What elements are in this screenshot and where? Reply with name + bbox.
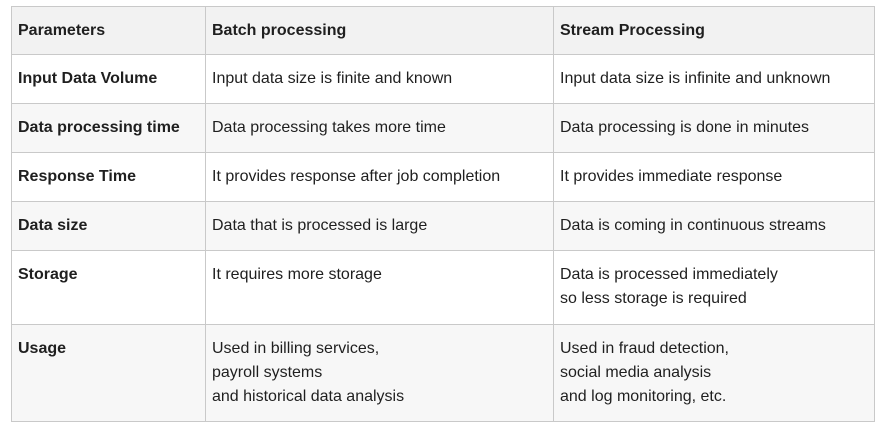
row-parameter: Storage [11, 250, 206, 325]
row-parameter: Input Data Volume [11, 54, 206, 104]
table-row: Input Data Volume Input data size is fin… [11, 54, 875, 104]
row-stream-cell: Data is coming in continuous streams [553, 201, 875, 251]
row-parameter: Data size [11, 201, 206, 251]
row-parameter: Data processing time [11, 103, 206, 153]
row-stream-cell: Used in fraud detection, social media an… [553, 324, 875, 422]
cell-line: It provides response after job completio… [212, 168, 501, 185]
table-row: Usage Used in billing services, payroll … [11, 324, 875, 422]
cell-line: social media analysis [560, 364, 712, 381]
row-batch-cell: It provides response after job completio… [205, 152, 554, 202]
table-row: Storage It requires more storage Data is… [11, 250, 875, 325]
cell-line: so less storage is required [560, 290, 747, 307]
row-batch-cell: It requires more storage [205, 250, 554, 325]
cell-line: payroll systems [212, 364, 323, 381]
cell-line: Data is processed immediately [560, 266, 778, 283]
row-stream-cell: Input data size is infinite and unknown [553, 54, 875, 104]
row-stream-cell: Data processing is done in minutes [553, 103, 875, 153]
row-parameter: Response Time [11, 152, 206, 202]
row-stream-cell: Data is processed immediately so less st… [553, 250, 875, 325]
table-row: Response Time It provides response after… [11, 152, 875, 202]
row-batch-cell: Data that is processed is large [205, 201, 554, 251]
cell-line: and log monitoring, etc. [560, 388, 727, 405]
header-batch-processing: Batch processing [205, 6, 554, 55]
cell-line: Used in fraud detection, [560, 340, 729, 357]
table-row: Data size Data that is processed is larg… [11, 201, 875, 251]
table-row: Data processing time Data processing tak… [11, 103, 875, 153]
cell-line: Input data size is infinite and unknown [560, 70, 831, 87]
cell-line: It provides immediate response [560, 168, 783, 185]
header-stream-processing: Stream Processing [553, 6, 875, 55]
cell-line: and historical data analysis [212, 388, 405, 405]
comparison-table: Parameters Batch processing Stream Proce… [11, 6, 875, 422]
cell-line: Data that is processed is large [212, 217, 428, 234]
row-batch-cell: Used in billing services, payroll system… [205, 324, 554, 422]
cell-line: It requires more storage [212, 266, 382, 283]
row-stream-cell: It provides immediate response [553, 152, 875, 202]
cell-line: Input data size is finite and known [212, 70, 453, 87]
cell-line: Used in billing services, [212, 340, 380, 357]
row-parameter: Usage [11, 324, 206, 422]
row-batch-cell: Input data size is finite and known [205, 54, 554, 104]
cell-line: Data is coming in continuous streams [560, 217, 826, 234]
row-batch-cell: Data processing takes more time [205, 103, 554, 153]
table-header-row: Parameters Batch processing Stream Proce… [11, 6, 875, 55]
header-parameters: Parameters [11, 6, 206, 55]
cell-line: Data processing is done in minutes [560, 119, 810, 136]
cell-line: Data processing takes more time [212, 119, 446, 136]
